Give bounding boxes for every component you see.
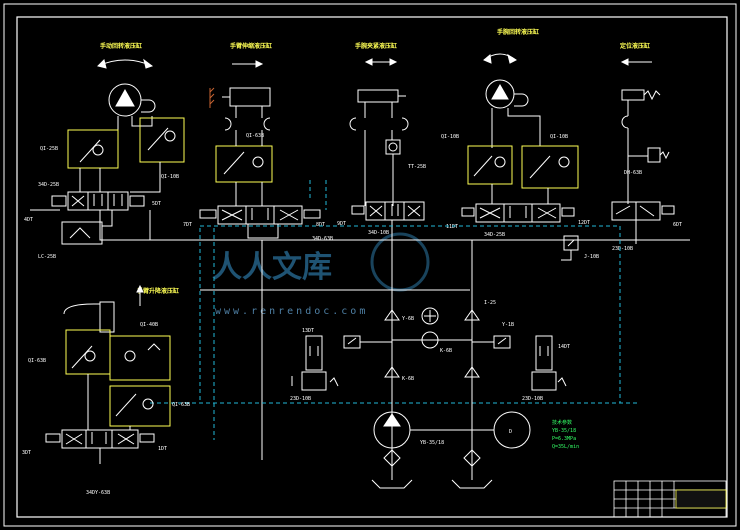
title-block bbox=[613, 480, 727, 518]
label-dh63b: DH-63B bbox=[624, 170, 642, 176]
title-arm-lift-cylinder: 手臂升降液压缸 bbox=[137, 287, 179, 295]
circuit-position bbox=[611, 58, 675, 244]
label-j10b: J-10B bbox=[584, 254, 599, 260]
tech-note-1: 技术参数 bbox=[552, 419, 572, 426]
label-11dt: 11DT bbox=[446, 224, 458, 230]
label-34dy63b: 34DY-63B bbox=[86, 490, 110, 496]
label-i25: I-25 bbox=[484, 300, 496, 306]
title-rotary-cylinder: 手动回转液压缸 bbox=[100, 42, 142, 50]
label-pump: YB-35/18 bbox=[420, 440, 444, 446]
label-9dt: 9DT bbox=[337, 221, 346, 227]
tech-note-3: P=6.3MPa bbox=[552, 436, 576, 442]
label-23d10b-2: 23D-10B bbox=[290, 396, 311, 402]
circuit-wrist-clamp bbox=[349, 58, 425, 242]
label-qi63b-3: QI-63B bbox=[172, 402, 190, 408]
label-y6b: Y-6B bbox=[402, 316, 414, 322]
inner-frame bbox=[16, 16, 728, 518]
label-34d25b: 34D-25B bbox=[38, 182, 59, 188]
watermark-text: 人人文库 bbox=[212, 250, 332, 285]
label-34d25b-2: 34D-25B bbox=[484, 232, 505, 238]
label-tt25b: TT-25B bbox=[408, 164, 426, 170]
title-wrist-clamp-cylinder: 手腕夹紧液压缸 bbox=[355, 42, 397, 50]
label-qi40b: QI-40B bbox=[140, 322, 158, 328]
label-23d10b-3: 23D-10B bbox=[522, 396, 543, 402]
outer-frame bbox=[3, 3, 737, 527]
title-arm-extend-cylinder: 手臂伸缩液压缸 bbox=[230, 42, 272, 50]
circuit-arm-lift bbox=[45, 284, 171, 464]
label-8dt: 8DT bbox=[316, 222, 325, 228]
label-4dt: 4DT bbox=[24, 217, 33, 223]
pump-motor bbox=[371, 411, 531, 489]
label-qi10b-2: QI-10B bbox=[441, 134, 459, 140]
label-12dt: 12DT bbox=[578, 220, 590, 226]
title-position-cylinder: 定位液压缸 bbox=[619, 42, 650, 50]
label-qi10b: QI-10B bbox=[161, 174, 179, 180]
label-1dt: 1DT bbox=[158, 446, 167, 452]
watermark-logo bbox=[370, 232, 430, 292]
label-qi10b-3: QI-10B bbox=[550, 134, 568, 140]
label-qi25b: QI-25B bbox=[40, 146, 58, 152]
title-wrist-rotate-cylinder: 手腕回转液压缸 bbox=[497, 28, 539, 36]
watermark-url: www.renrendoc.com bbox=[215, 306, 368, 317]
center-valves bbox=[343, 300, 511, 470]
label-23d10b: 23D-10B bbox=[612, 246, 633, 252]
tech-note-4: Q=35L/min bbox=[552, 444, 579, 450]
label-14dt: 14DT bbox=[558, 344, 570, 350]
label-6dt: 6DT bbox=[673, 222, 682, 228]
label-y1b: Y-1B bbox=[502, 322, 514, 328]
label-7dt: 7DT bbox=[183, 222, 192, 228]
label-34d63b: 34D-63B bbox=[312, 236, 333, 242]
label-k6b-2: K-6B bbox=[402, 376, 414, 382]
label-34d10b: 34D-10B bbox=[368, 230, 389, 236]
label-13dt: 13DT bbox=[302, 328, 314, 334]
circuit-rotary bbox=[30, 58, 185, 245]
tech-notes: 技术参数 YB-35/18 P=6.3MPa Q=35L/min bbox=[552, 419, 579, 450]
pilot-lines bbox=[150, 180, 640, 440]
label-5dt: 5DT bbox=[152, 201, 161, 207]
label-lc25b: LC-25B bbox=[38, 254, 56, 260]
relief-j10b bbox=[561, 235, 579, 261]
label-k6b: K-6B bbox=[440, 348, 452, 354]
supply-lines bbox=[150, 239, 690, 460]
side-valves bbox=[291, 335, 567, 391]
tech-note-2: YB-35/18 bbox=[552, 428, 576, 434]
label-qi63b: QI-63B bbox=[246, 133, 264, 139]
circuit-wrist-rotate bbox=[461, 53, 579, 223]
circuit-arm-extend bbox=[199, 60, 321, 239]
label-motor: D bbox=[509, 429, 512, 435]
label-qi63b-2: QI-63B bbox=[28, 358, 46, 364]
label-3dt: 3DT bbox=[22, 450, 31, 456]
